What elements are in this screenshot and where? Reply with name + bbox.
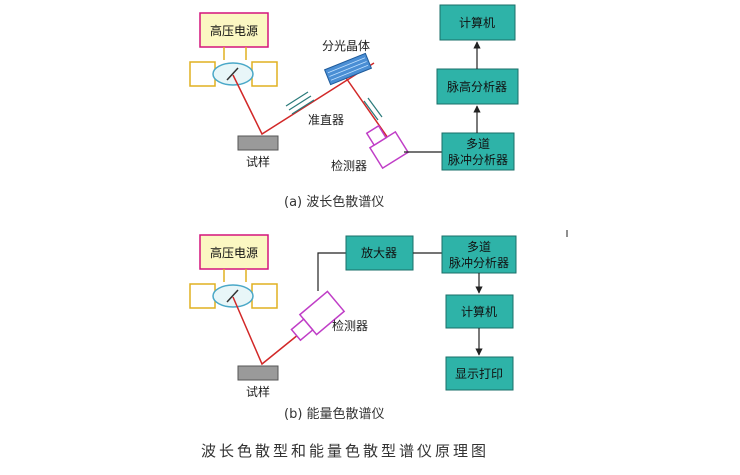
sample-a (237, 135, 279, 151)
collimator-a (285, 91, 383, 121)
computer-box-b (445, 294, 514, 329)
mca-box-b (441, 235, 517, 274)
sample-label-b: 试样 (246, 384, 270, 399)
diagram-b: 高压电源 试样 检测器 放大器 多道 脉冲分析器 计算机 显示打印 (b) (189, 234, 517, 422)
computer-label-b: 计算机 (461, 304, 497, 319)
xray-tube-a (189, 47, 278, 87)
mca-box-a (441, 132, 515, 171)
amplifier-box-b (345, 235, 414, 271)
crystal-label-a: 分光晶体 (322, 39, 370, 53)
hv-supply-label-a: 高压电源 (210, 23, 258, 38)
xray-path-a (232, 62, 375, 136)
xray-path-b (232, 296, 305, 366)
hv-supply-box-a (199, 12, 269, 48)
collimator-label-a: 准直器 (308, 113, 344, 127)
diagram-a: 高压电源 试样 准直器 分光晶 (189, 4, 519, 210)
caption-a: (a) 波长色散谱仪 (284, 194, 384, 210)
amplifier-label-b: 放大器 (361, 245, 397, 260)
pulse-height-analyzer-box-a (436, 68, 519, 105)
sample-label-a: 试样 (246, 154, 270, 169)
caption-b: (b) 能量色散谱仪 (284, 406, 385, 422)
crystal-a (323, 52, 373, 86)
figure-title: 波长色散型和能量色散型谱仪原理图 (201, 442, 489, 460)
hv-supply-label-b: 高压电源 (210, 245, 258, 260)
mca-label-line1-a: 多道 (466, 137, 490, 151)
sample-b (237, 365, 279, 381)
detector-a (365, 124, 410, 170)
mca-label-line1-b: 多道 (467, 240, 491, 254)
mca-label-line2-b: 脉冲分析器 (449, 255, 509, 270)
pulse-height-analyzer-label-a: 脉高分析器 (447, 79, 507, 94)
detector-b (290, 290, 346, 342)
computer-box-a (439, 4, 516, 41)
display-print-box-b (445, 356, 514, 391)
detector-label-a: 检测器 (331, 158, 367, 173)
detector-to-amplifier-line-b (317, 252, 346, 291)
diffracted-ray-a (343, 74, 389, 139)
computer-label-a: 计算机 (459, 15, 495, 30)
detector-label-b: 检测器 (332, 318, 368, 333)
mca-label-line2-a: 脉冲分析器 (448, 152, 508, 167)
xray-tube-b (189, 269, 278, 309)
display-print-label-b: 显示打印 (455, 367, 503, 381)
hv-supply-box-b (199, 234, 269, 270)
